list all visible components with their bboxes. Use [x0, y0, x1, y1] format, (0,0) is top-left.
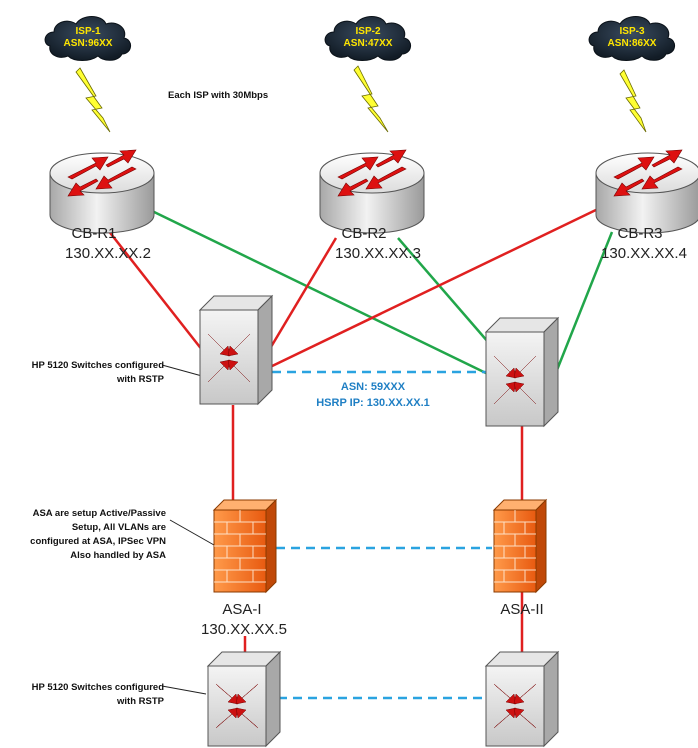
switch-arrows-icon	[493, 355, 537, 405]
leader-switch-note-bottom	[161, 685, 207, 695]
isp-asn: ASN:47XX	[344, 38, 393, 49]
router-cb-r2	[319, 149, 425, 234]
cloud-icon	[324, 16, 411, 61]
router-1-ip: 130.XX.XX.2	[65, 245, 151, 262]
leader-switch-note-top	[161, 364, 203, 377]
lightning-bolt-isp3	[619, 69, 647, 133]
core-hsrp-ip: HSRP IP: 130.XX.XX.1	[316, 397, 430, 409]
router-2-name: CB-R2	[341, 225, 386, 242]
router-1-name: CB-R1	[71, 225, 116, 242]
routers: CB-R1 130.XX.XX.2 CB-R2 130.XX.XX.3 CB-R…	[49, 149, 698, 262]
switch-arrows-icon	[207, 333, 251, 383]
link-r3-sw1	[267, 206, 601, 370]
router-3-ip: 130.XX.XX.4	[601, 245, 687, 262]
firewall-asa-1	[212, 498, 278, 594]
isp-name: ISP-3	[619, 26, 644, 37]
brick-wall-icon	[213, 509, 267, 593]
switch-note-bottom-line-2: with RSTP	[116, 696, 165, 707]
switch-note-top-line-1: HP 5120 Switches configured	[32, 360, 165, 371]
notes: HP 5120 Switches configured with RSTP AS…	[30, 360, 430, 707]
asa-note-line-4: Also handled by ASA	[70, 550, 166, 561]
lightning-bolt-isp1	[75, 67, 111, 133]
isp-name: ISP-2	[355, 26, 380, 37]
switch-arrows-icon	[215, 683, 259, 729]
firewall-2-name: ASA-II	[500, 601, 543, 618]
link-r1-sw2	[149, 208, 491, 377]
switch-core-right	[484, 316, 560, 428]
switch-note-top-line-2: with RSTP	[116, 374, 165, 385]
isp-asn: ASN:96XX	[64, 38, 113, 49]
firewall-1-name: ASA-I	[222, 601, 261, 618]
firewalls: ASA-I 130.XX.XX.5 ASA-II	[201, 498, 548, 638]
lightning-bolt-isp2	[353, 65, 389, 133]
firewall-asa-2	[492, 498, 548, 594]
router-2-ip: 130.XX.XX.3	[335, 245, 421, 262]
switch-access-right	[484, 650, 560, 748]
link-r2-sw2	[397, 237, 496, 351]
asa-note-line-3: configured at ASA, IPSec VPN	[30, 536, 166, 547]
isp-cloud-2: ISP-2 ASN:47XX	[324, 16, 411, 61]
switch-core-left	[198, 294, 274, 406]
router-3-name: CB-R3	[617, 225, 662, 242]
router-cb-r1	[49, 149, 155, 234]
isp-cloud-3: ISP-3 ASN:86XX	[588, 16, 675, 61]
leader-asa-note	[169, 519, 215, 546]
isp-bandwidth-note: Each ISP with 30Mbps	[168, 90, 268, 101]
switch-arrows-icon	[493, 683, 537, 729]
switch-access-left	[206, 650, 282, 748]
link-r1-sw1	[103, 224, 211, 361]
isp-asn: ASN:86XX	[608, 38, 657, 49]
cloud-icon	[588, 16, 675, 61]
links	[75, 65, 647, 700]
isp-name: ISP-1	[75, 26, 100, 37]
isp-clouds: ISP-1 ASN:96XX ISP-2 ASN:47XX ISP-3 ASN:…	[44, 16, 675, 61]
switch-note-bottom-line-1: HP 5120 Switches configured	[32, 682, 165, 693]
link-r3-sw2	[553, 231, 614, 376]
asa-note-line-2: Setup, All VLANs are	[72, 522, 166, 533]
isp-cloud-1: ISP-1 ASN:96XX	[44, 16, 131, 61]
firewall-1-ip: 130.XX.XX.5	[201, 621, 287, 638]
cloud-icon	[44, 16, 131, 61]
switches	[198, 294, 560, 748]
router-cb-r3	[595, 149, 698, 234]
core-asn: ASN: 59XXX	[341, 381, 406, 393]
asa-note-line-1: ASA are setup Active/Passive	[33, 508, 166, 519]
link-r2-sw1	[260, 237, 338, 363]
